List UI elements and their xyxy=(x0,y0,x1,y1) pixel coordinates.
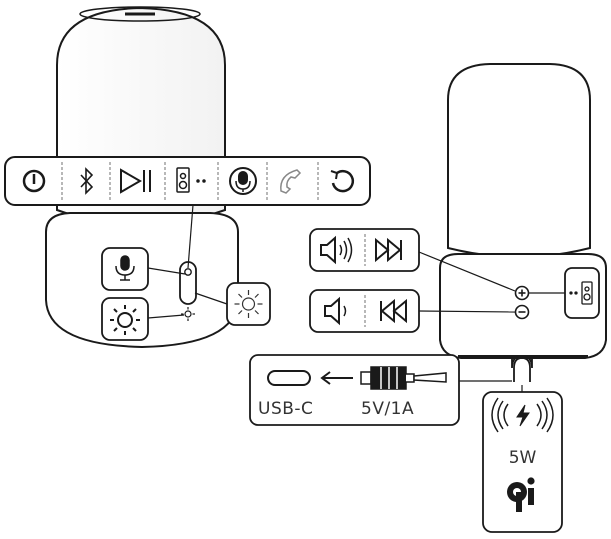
qi-logo-icon xyxy=(507,477,535,512)
light-icon xyxy=(110,305,140,335)
left-light-button-frame xyxy=(101,297,149,341)
arrow-left-icon xyxy=(320,371,353,385)
microphone-icon xyxy=(229,167,257,195)
brightness-icon xyxy=(234,290,263,318)
reset-icon xyxy=(330,169,354,193)
next-track-icon xyxy=(375,237,402,263)
right-speaker-button-strip xyxy=(511,285,533,382)
top-control-panel-frame xyxy=(4,156,371,206)
volume-up-dot xyxy=(514,285,530,301)
left-speaker-top-rim xyxy=(79,6,201,22)
bluetooth-icon xyxy=(80,167,94,195)
phone-icon xyxy=(280,169,302,194)
wireless-charging-icon xyxy=(491,397,554,433)
microphone-icon xyxy=(115,255,135,281)
top-panel-dividers xyxy=(61,162,319,200)
previous-track-icon xyxy=(380,298,407,324)
usb-c-label: USB-C xyxy=(258,399,313,419)
speaker-link-icon xyxy=(176,167,206,193)
back-port-arch xyxy=(511,355,533,369)
wireless-power-label: 5W xyxy=(509,448,537,468)
volume-down-icon xyxy=(324,296,347,326)
brightness-icon xyxy=(181,307,195,321)
power-plug-icon xyxy=(360,366,447,390)
volume-up-icon xyxy=(320,235,353,265)
usb-c-port-icon xyxy=(267,370,311,386)
left-side-controls xyxy=(101,204,271,341)
power-icon xyxy=(22,169,46,193)
top-control-panel xyxy=(4,156,371,206)
play-pause-icon xyxy=(120,168,151,194)
brightness-callout-frame xyxy=(226,282,271,326)
right-speaker-dome xyxy=(447,63,591,258)
volume-down-dot xyxy=(514,304,530,320)
speaker-link-icon xyxy=(569,281,593,305)
left-leader-lines xyxy=(147,204,228,319)
right-leader-lines xyxy=(418,251,565,392)
wireless-charging-callout-frame xyxy=(482,391,563,533)
power-rating-label: 5V/1A xyxy=(361,399,414,419)
